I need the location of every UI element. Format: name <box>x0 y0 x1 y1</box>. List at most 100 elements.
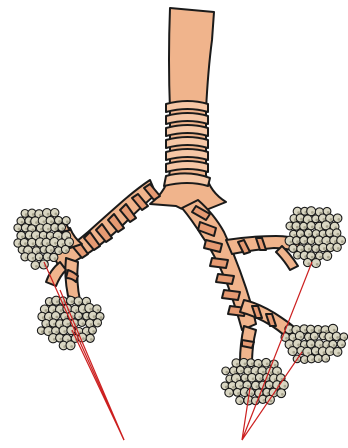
alveolus <box>55 216 63 224</box>
alveolus-shade <box>251 392 254 395</box>
alveolus-shade <box>46 242 49 245</box>
alveolus-shade <box>32 213 35 216</box>
alveolus-shade <box>297 344 300 347</box>
alveolus-shade <box>232 386 235 389</box>
alveolus-shade <box>319 240 322 243</box>
alveolus-shade <box>311 211 314 214</box>
alveolus-shade <box>78 301 81 304</box>
alveolus-shade <box>55 331 58 334</box>
alveolus <box>307 207 316 216</box>
alveolus-shade <box>69 242 72 245</box>
alveolus-shade <box>62 227 65 230</box>
alveolus <box>300 222 308 230</box>
alveolus <box>314 355 322 363</box>
alveolus-shade <box>333 344 336 347</box>
alveolus-shade <box>32 242 35 245</box>
alveolus-shade <box>330 218 333 221</box>
alveolus-shade <box>24 242 27 245</box>
alveolus-shade <box>67 323 70 326</box>
alveolus-shade <box>60 309 63 312</box>
alveolus-shade <box>307 352 310 355</box>
alveolus <box>265 381 273 389</box>
alveolus <box>31 261 39 269</box>
alveolus-shade <box>50 220 53 223</box>
alveolus-shade <box>292 351 295 354</box>
alveolus-shade <box>303 226 306 229</box>
alveolus-shade <box>18 228 21 231</box>
alveolus-shade <box>311 226 314 229</box>
alveolus-shade <box>274 364 277 367</box>
alveolus <box>236 366 244 374</box>
alveolus <box>279 380 288 389</box>
alveolus-shade <box>55 227 58 230</box>
alveolus-shade <box>330 233 333 236</box>
alveolus-shade <box>43 235 46 238</box>
alveolus-shade <box>47 213 50 216</box>
alveolus-shade <box>304 240 307 243</box>
alveolus-shade <box>316 248 319 251</box>
alveolus-shade <box>326 241 329 244</box>
left-alveoli-pointers <box>44 262 124 440</box>
alveolus <box>61 245 69 253</box>
alveolus-shade <box>100 316 103 319</box>
alveolus-shade <box>21 236 24 239</box>
alveolus-shade <box>300 249 303 252</box>
alveolus-shade <box>251 363 254 366</box>
alveolus <box>86 334 94 342</box>
alveolus-shade <box>316 263 319 266</box>
alveolus-shade <box>70 345 73 348</box>
alveolus-shade <box>92 330 95 333</box>
alveolus-shade <box>319 344 322 347</box>
alveolus-shade <box>323 234 326 237</box>
alveolus-shade <box>307 262 310 265</box>
alveolus-shade <box>258 363 261 366</box>
alveolus-shade <box>315 351 318 354</box>
left-lower-alveoli-cluster <box>37 296 104 350</box>
alveolus-shade <box>71 300 74 303</box>
alveolus-shade <box>248 371 251 374</box>
alveolus <box>337 340 345 348</box>
alveolus <box>14 224 22 232</box>
pointer-line <box>72 330 124 440</box>
alveolus-shade <box>25 213 28 216</box>
alveolus-shade <box>293 248 296 251</box>
alveolus-shade <box>326 358 329 361</box>
alveolus-shade <box>284 385 287 388</box>
alveolus-shade <box>300 218 303 221</box>
alveolus <box>262 358 271 367</box>
alveolus <box>277 389 286 398</box>
alveolus-shade <box>90 323 93 326</box>
alveolus-shade <box>36 235 39 238</box>
alveolus-shade <box>304 359 307 362</box>
alveolus-shade <box>337 218 340 221</box>
alveolus-shade <box>341 240 344 243</box>
alveolus <box>50 253 58 261</box>
alveolus-shade <box>82 337 85 340</box>
alveolus-shade <box>54 242 57 245</box>
alveolus-shade <box>56 301 59 304</box>
alveolus-shade <box>39 257 42 260</box>
alveolus <box>89 326 97 334</box>
alveolus <box>307 237 315 245</box>
right-middle-alveoli-cluster <box>281 324 348 363</box>
alveolus-shade <box>337 233 340 236</box>
alveolus-shade <box>58 250 61 253</box>
alveolus-shade <box>318 329 321 332</box>
alveolus <box>51 209 59 217</box>
alveolus-shade <box>327 211 330 214</box>
alveolus <box>35 253 43 261</box>
alveolus-shade <box>323 247 326 250</box>
alveolus-shade <box>247 385 250 388</box>
alveolus-shade <box>297 255 300 258</box>
alveolus <box>236 397 244 405</box>
alveolus-shade <box>330 351 333 354</box>
alveolus-shade <box>266 363 269 366</box>
alveolus-shade <box>48 331 51 334</box>
alveolus-shade <box>240 400 243 403</box>
alveolus <box>292 222 300 230</box>
alveolus-shade <box>58 236 61 239</box>
alveolus-shade <box>65 249 68 252</box>
alveolus-shade <box>269 385 272 388</box>
alveolus-shade <box>45 309 48 312</box>
